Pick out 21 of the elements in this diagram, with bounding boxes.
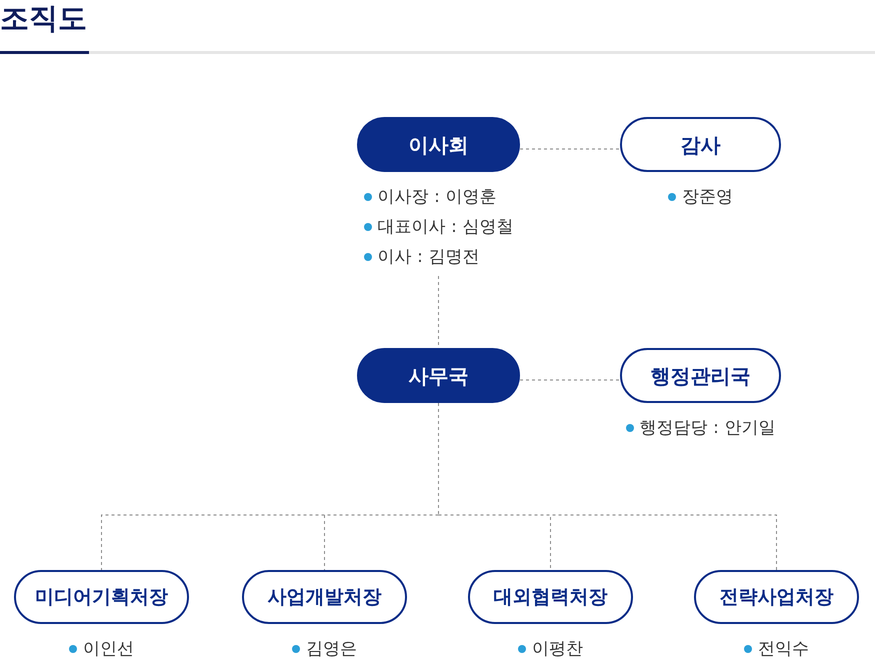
member-name: 김영은 <box>306 638 357 660</box>
org-unit-pill: 사무국 <box>357 348 520 403</box>
connector-line <box>520 148 620 150</box>
connector-line <box>438 402 439 516</box>
member-name: 대표이사 : 심영철 <box>378 216 514 238</box>
member-name: 전익수 <box>758 638 809 660</box>
org-unit-pill: 전략사업처장 <box>694 570 859 624</box>
member-name: 이평찬 <box>532 638 583 660</box>
page-title: 조직도 <box>0 0 87 36</box>
org-unit-pill: 대외협력처장 <box>468 570 633 624</box>
member-name: 이사장 : 이영훈 <box>378 186 496 208</box>
org-unit-pill: 사업개발처장 <box>242 570 407 624</box>
org-unit-pill: 행정관리국 <box>620 348 781 403</box>
member-name: 장준영 <box>682 186 733 208</box>
member-name: 행정담당 : 안기일 <box>640 417 776 439</box>
org-unit-pill: 감사 <box>620 117 781 172</box>
member-name: 이사 : 김명전 <box>378 246 480 268</box>
member-name: 이인선 <box>83 638 134 660</box>
connector-line <box>324 514 439 570</box>
org-unit-pill: 미디어기획처장 <box>14 570 189 624</box>
org-unit-pill: 이사회 <box>357 117 520 172</box>
